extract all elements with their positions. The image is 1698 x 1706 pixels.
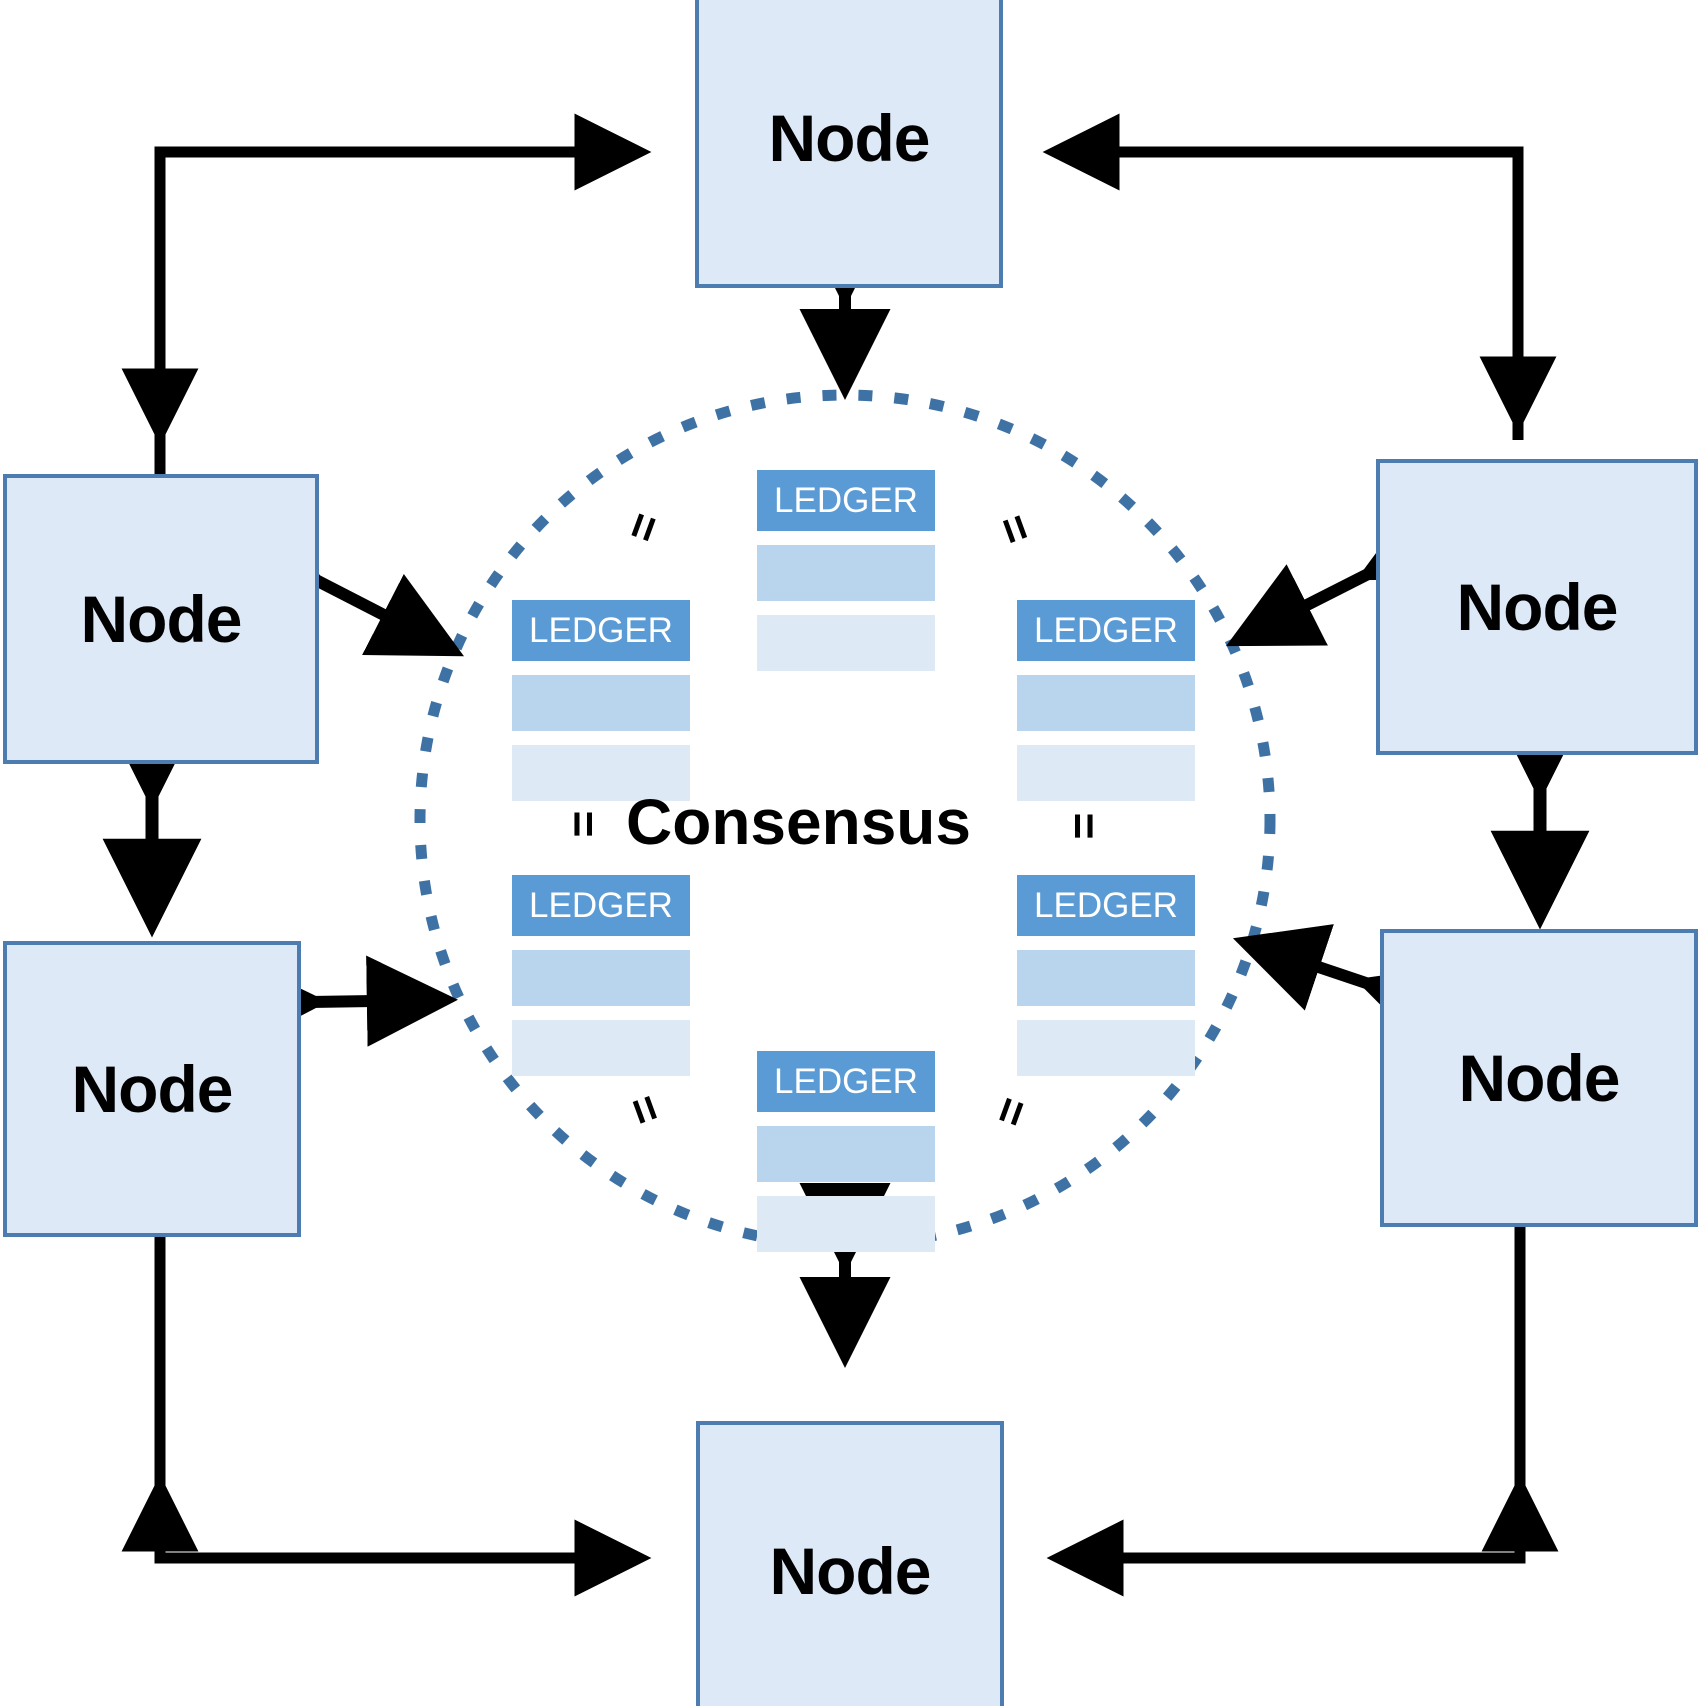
equals-mark-top-right: = [986,507,1045,549]
ledger-header: LEDGER [512,875,690,936]
consensus-label: Consensus [626,786,971,858]
ledger-card-left-lower[interactable]: LEDGER [512,875,690,1076]
arrow-ring-topright [1042,113,1524,440]
ledger-row-1 [1017,675,1195,731]
ledger-row-2 [757,615,935,671]
ledger-row-2 [1017,745,1195,801]
node-box-top[interactable]: Node [695,0,1003,288]
ledger-row-1 [512,675,690,731]
ledger-row-1 [512,950,690,1006]
node-box-left-upper[interactable]: Node [3,474,319,764]
node-label: Node [768,101,931,175]
ledger-row-2 [512,745,690,801]
ledger-card-bottom[interactable]: LEDGER [757,1051,935,1252]
node-label: Node [769,1534,932,1608]
equals-mark-bottom-left: = [615,1090,674,1132]
ledger-card-top[interactable]: LEDGER [757,470,935,671]
equals-mark-mid-left: = [556,812,609,838]
equals-mark-top-left: = [613,507,672,549]
ledger-row-2 [512,1020,690,1076]
ledger-header: LEDGER [1017,600,1195,661]
ledger-card-right-lower[interactable]: LEDGER [1017,875,1195,1076]
arrow-right-upper-to-consensus [1225,498,1458,647]
node-label: Node [80,582,243,656]
ledger-row-1 [757,1126,935,1182]
ledger-row-1 [1017,950,1195,1006]
equals-mark-mid-right: = [1058,812,1111,838]
ledger-card-right-upper[interactable]: LEDGER [1017,600,1195,801]
ledger-row-2 [757,1196,935,1252]
ledger-header: LEDGER [1017,875,1195,936]
arrow-left-lower-to-consensus [236,955,458,1049]
arrow-left-upper-to-consensus [226,503,465,657]
arrow-right-lower-to-consensus [1232,924,1456,1052]
ledger-header: LEDGER [757,1051,935,1112]
ledger-header: LEDGER [512,600,690,661]
ledger-row-2 [1017,1020,1195,1076]
ledger-row-1 [757,545,935,601]
node-box-right-lower[interactable]: Node [1380,929,1698,1227]
ledger-card-left-upper[interactable]: LEDGER [512,600,690,801]
node-label: Node [1458,1041,1621,1115]
node-box-left-lower[interactable]: Node [3,941,301,1237]
node-label: Node [1456,570,1619,644]
node-label: Node [71,1052,234,1126]
equals-mark-bottom-right: = [983,1090,1042,1132]
node-box-bottom[interactable]: Node [696,1421,1004,1706]
ledger-header: LEDGER [757,470,935,531]
node-box-right-upper[interactable]: Node [1376,459,1698,755]
